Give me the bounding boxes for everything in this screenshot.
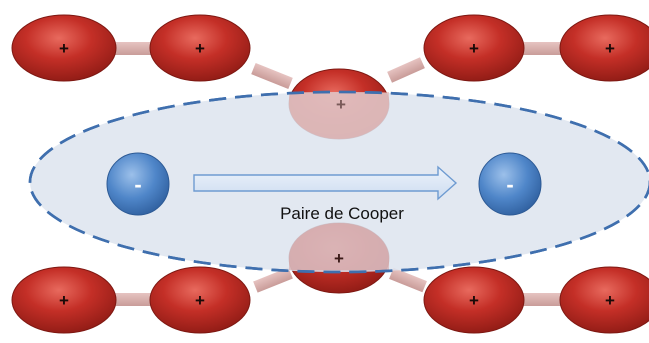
attracted-ions-overlap: + + [289,92,389,270]
lattice-bonds [114,42,562,306]
ion-bottom-3: + [423,266,525,334]
ion-top-3: + [423,14,525,82]
electron-right: - [478,152,542,216]
bond-top-diag-right [387,57,425,83]
bond-bottom-right [522,293,562,306]
ion-charge-label: + [469,291,479,310]
ion-top-2: + [149,14,251,82]
cooper-pair-label: Paire de Cooper [280,204,404,223]
lattice-ions-bottom: + + + + [11,266,649,334]
cooper-pair-outline [28,90,649,274]
ion-bottom-1: + [11,266,117,334]
ion-charge-label: + [605,39,615,58]
ion-bottom-4: + [559,266,649,334]
ion-charge-label: + [59,291,69,310]
ion-charge-label: + [605,291,615,310]
ion-top-1: + [11,14,117,82]
electron-charge-label: - [134,172,141,197]
bond-top-diag-left [251,62,293,90]
electron-left: - [106,152,170,216]
ion-center-top-label: + [336,95,346,114]
ion-charge-label: + [469,39,479,58]
bond-top-right [522,42,562,55]
ion-bottom-2: + [149,266,251,334]
ion-charge-label: + [59,39,69,58]
arrow-right-icon [193,165,458,201]
lattice-ions-top: + + + + [11,14,649,82]
bond-bottom-diag-left [253,267,293,293]
ion-center-bottom-label: + [334,249,344,268]
bond-bottom-diag-right [389,267,427,293]
ion-charge-label: + [195,39,205,58]
electron-charge-label: - [506,172,513,197]
bond-bottom-left [114,293,154,306]
bond-top-left [114,42,154,55]
ion-charge-label: + [195,291,205,310]
ion-top-4: + [559,14,649,82]
